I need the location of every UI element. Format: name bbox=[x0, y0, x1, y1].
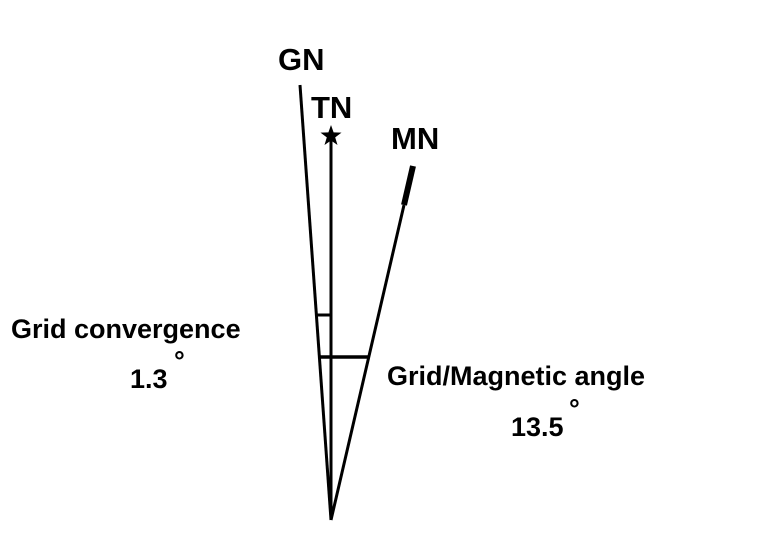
grid-magnetic-value: 13.5 bbox=[511, 412, 564, 442]
true-north-label: TN bbox=[311, 90, 352, 125]
grid-convergence-degree: ° bbox=[174, 346, 185, 376]
magnetic-needle-tip bbox=[401, 165, 416, 206]
grid-magnetic-degree: ° bbox=[569, 394, 580, 424]
grid-convergence-value: 1.3 bbox=[130, 364, 168, 394]
star-icon bbox=[320, 125, 342, 145]
grid-north-line bbox=[298, 84, 333, 521]
grid-convergence-title: Grid convergence bbox=[11, 314, 241, 344]
magnetic-north-line bbox=[329, 204, 406, 521]
magnetic-north-label: MN bbox=[391, 121, 439, 156]
grid-north-label: GN bbox=[278, 42, 325, 77]
grid-magnetic-title: Grid/Magnetic angle bbox=[387, 361, 645, 391]
